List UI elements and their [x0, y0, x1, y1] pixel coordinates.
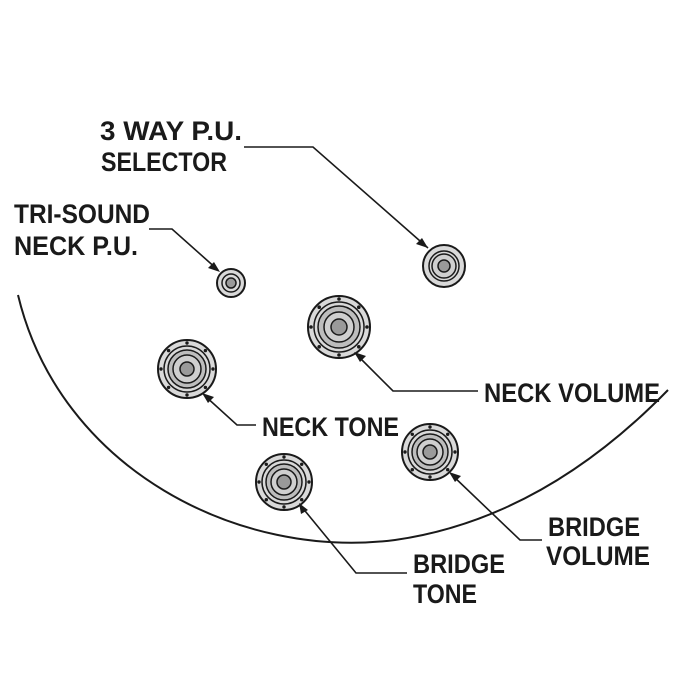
trisound-label-line2: NECK P.U.: [14, 231, 138, 261]
bridge-volume-knob-grip: [403, 425, 457, 479]
selector-leader-line: [244, 146, 429, 249]
trisound-leader-line: [149, 228, 219, 271]
selector-label-line2: SELECTOR: [101, 147, 227, 177]
guitar-body-edge: [17, 294, 669, 544]
bridge-tone-knob: [255, 453, 313, 511]
bridge-tone-arrowhead: [299, 503, 308, 514]
trisound-arrowhead: [208, 262, 220, 272]
bridge-tone-label-line1: BRIDGE: [413, 549, 505, 579]
bridge-tone-label-line2: TONE: [413, 579, 477, 609]
neck-tone-label: NECK TONE: [262, 412, 399, 442]
selector-arrowhead: [416, 238, 428, 248]
neck-tone-leader-line: [203, 394, 256, 426]
neck-volume-arrowhead: [354, 352, 366, 362]
neck-tone-arrowhead: [202, 393, 214, 403]
neck-volume-knob: [307, 295, 371, 359]
bridge-volume-leader-line: [450, 473, 542, 541]
bridge-tone-knob-grip: [257, 455, 311, 509]
tri-sound-switch-knob: [216, 268, 246, 298]
neck-volume-knob-grip: [309, 297, 369, 357]
bridge-volume-label-line1: BRIDGE: [548, 512, 640, 542]
bridge-volume-label-line2: VOLUME: [546, 541, 650, 571]
bridge-volume-knob: [401, 423, 459, 481]
selector-label-line1: 3 WAY P.U.: [100, 116, 242, 146]
bridge-tone-leader-line: [300, 505, 407, 574]
neck-volume-leader-line: [355, 353, 478, 392]
bridge-volume-arrowhead: [449, 472, 461, 482]
neck-tone-knob-grip: [159, 341, 215, 397]
selector-switch-knob: [422, 244, 466, 288]
neck-tone-knob: [157, 339, 217, 399]
trisound-label-line1: TRI-SOUND: [14, 199, 150, 229]
neck-volume-label: NECK VOLUME: [484, 378, 660, 408]
